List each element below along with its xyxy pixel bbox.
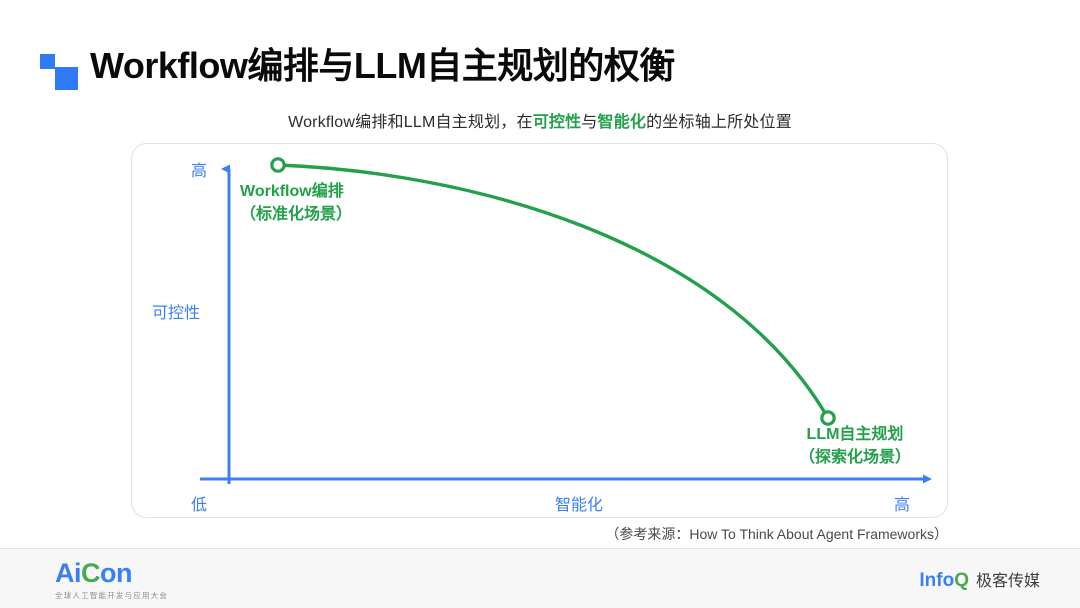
workflow-orchestration-point-marker — [270, 157, 286, 173]
infoq-letters-info: Info — [919, 570, 955, 591]
slide-subtitle: Workflow编排和LLM自主规划，在可控性与智能化的坐标轴上所处位置 — [0, 108, 1080, 132]
chart-card: 高 可控性 低 智能化 高 Workflow编排 （标准化场景） LLM自主规划… — [131, 143, 948, 518]
infoq-wordmark: InfoQ — [919, 571, 969, 590]
aicon-letter-a: A — [55, 558, 75, 588]
source-note: （参考来源：How To Think About Agent Framework… — [605, 526, 948, 542]
tradeoff-curve — [276, 163, 830, 420]
aicon-logo: AiCon 全球人工智能开发与应用大会 — [55, 560, 265, 601]
subtitle-part-2: 与 — [581, 114, 598, 131]
workflow-orchestration-label: Workflow编排 （标准化场景） — [240, 180, 352, 226]
llm-autonomous-planning-label-line2: （探索化场景） — [798, 449, 911, 467]
square-small-shape — [40, 54, 55, 69]
slide-footer — [0, 549, 1080, 608]
aicon-tagline: 全球人工智能开发与应用大会 — [55, 591, 169, 600]
aicon-wordmark: AiCon — [55, 560, 265, 587]
infoq-letter-q: Q — [954, 570, 969, 591]
chart-plot-area — [200, 157, 932, 484]
subtitle-part-1: Workflow编排和LLM自主规划，在 — [288, 114, 533, 131]
aicon-letter-c: C — [81, 558, 101, 588]
aicon-letters-on: on — [100, 558, 133, 588]
slide-header: Workflow编排与LLM自主规划的权衡 — [0, 38, 1080, 94]
subtitle-highlight-intelligence: 智能化 — [597, 114, 647, 131]
infoq-chinese-name: 极客传媒 — [975, 573, 1040, 590]
x-axis-low-tick-label: 低 — [191, 497, 208, 514]
x-axis-high-tick-label: 高 — [894, 497, 911, 514]
workflow-orchestration-label-line1: Workflow编排 — [240, 183, 344, 200]
page-title: Workflow编排与LLM自主规划的权衡 — [90, 45, 675, 86]
llm-autonomous-planning-point-marker — [820, 410, 836, 426]
aicon-letter-i: i — [74, 558, 82, 588]
subtitle-highlight-controllability: 可控性 — [532, 114, 582, 131]
llm-autonomous-planning-label-line1: LLM自主规划 — [806, 426, 904, 443]
infoq-logo: InfoQ 极客传媒 — [919, 567, 1040, 591]
y-axis-high-tick-label: 高 — [191, 163, 208, 180]
two-squares-icon — [40, 48, 78, 90]
llm-autonomous-planning-label: LLM自主规划 （探索化场景） — [770, 423, 940, 469]
subtitle-part-3: 的坐标轴上所处位置 — [646, 114, 792, 131]
footer-divider — [0, 548, 1080, 549]
square-large-shape — [55, 67, 78, 90]
y-axis-title: 可控性 — [152, 305, 201, 322]
workflow-orchestration-label-line2: （标准化场景） — [240, 206, 353, 224]
x-axis-title: 智能化 — [555, 497, 604, 514]
